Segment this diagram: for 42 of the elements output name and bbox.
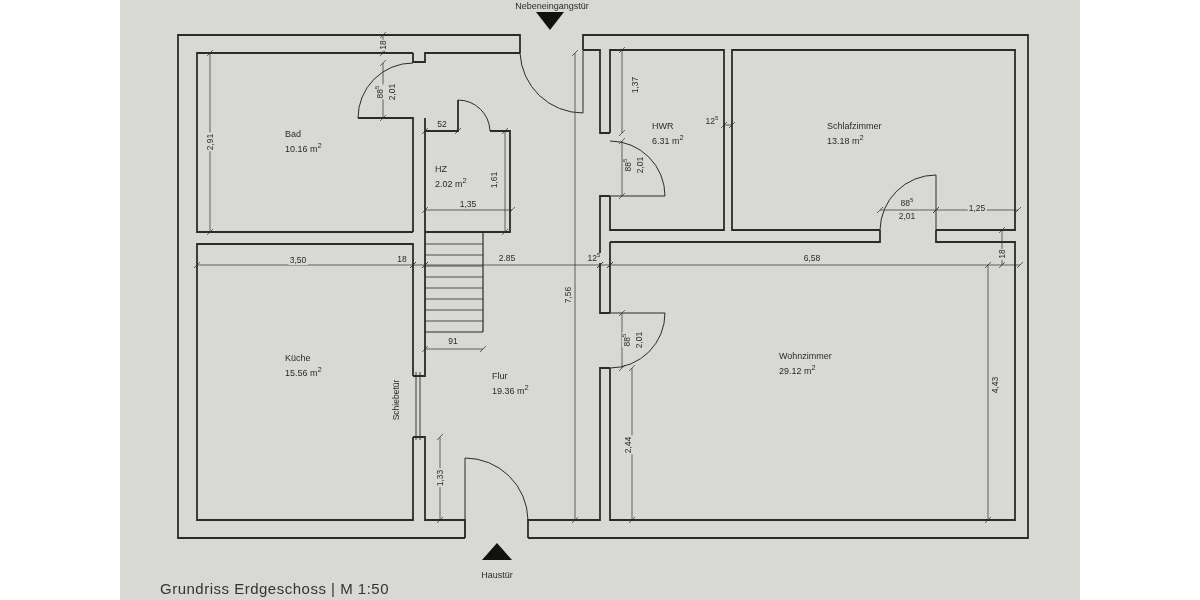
dimension-label: 2,01 — [635, 155, 645, 175]
text-label: Schiebetür — [391, 378, 401, 422]
dimension-label: 1,35 — [458, 199, 478, 209]
room-name: HWR — [652, 120, 675, 132]
room-name: Wohnzimmer — [779, 350, 832, 362]
dimension-label: 18 — [396, 254, 408, 264]
dimension-label: 12$^{5}$ — [586, 253, 602, 263]
caption: Grundriss Erdgeschoss | M 1:50 — [160, 580, 389, 598]
text-label: Haustür — [480, 570, 514, 580]
text-label: Nebeneingangstür — [514, 1, 590, 11]
room-area-value: 13.18 m$^{2}$ — [827, 132, 865, 147]
dimension-label: 18 — [378, 39, 388, 51]
dimension-label: 2.85 — [497, 253, 517, 263]
dimension-label: 2,01 — [387, 82, 397, 102]
dimension-label: 1,33 — [435, 468, 445, 488]
room-area-value: 6.31 m$^{2}$ — [652, 132, 684, 147]
dimension-label: 1,37 — [630, 75, 640, 95]
room-area-value: 2.02 m$^{2}$ — [435, 175, 467, 190]
room-area-value: 29.12 m$^{2}$ — [779, 362, 817, 377]
room-name: Küche — [285, 352, 312, 364]
dimension-label: 2,91 — [205, 132, 215, 152]
dimension-label: 1,25 — [967, 203, 987, 213]
dimension-label: 12$^{5}$ — [704, 116, 720, 126]
dimension-label: 2,01 — [897, 211, 917, 221]
dimension-label: 2,44 — [623, 435, 633, 455]
room-name: Flur — [492, 370, 509, 382]
room-area-value: 15.56 m$^{2}$ — [285, 364, 322, 379]
room-area-value: 19.36 m$^{2}$ — [492, 382, 529, 397]
dimension-label: 88$^{5}$ — [899, 198, 915, 208]
dimension-label: 6,58 — [802, 253, 822, 263]
room-name: HZ — [435, 163, 448, 175]
dimension-label: 52 — [436, 119, 448, 129]
dimension-label: 2,01 — [634, 330, 644, 350]
room-name: Bad — [285, 128, 302, 140]
dimension-label: 91 — [447, 336, 459, 346]
room-area-value: 10.16 m$^{2}$ — [285, 140, 322, 155]
dimension-label: 3,50 — [288, 255, 308, 265]
room-name: Schlafzimmer — [827, 120, 882, 132]
dimension-label: 7,56 — [563, 285, 573, 305]
dimension-label: 4,43 — [990, 375, 1000, 395]
dimension-label: 1,61 — [489, 170, 499, 190]
dimension-label: 18 — [997, 248, 1007, 260]
